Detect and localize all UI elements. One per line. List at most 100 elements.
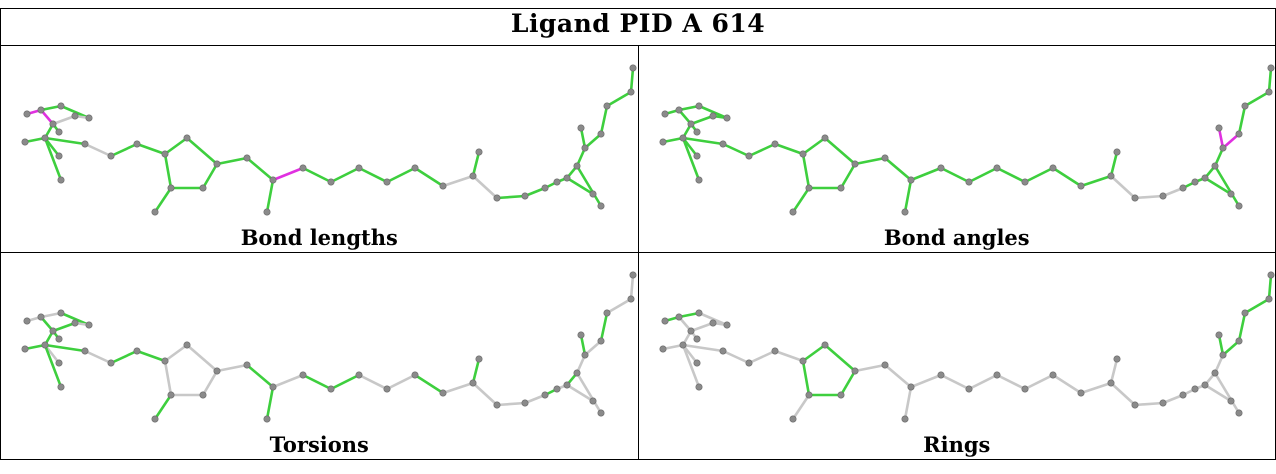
bond [1079,381,1112,395]
atom [1266,271,1274,279]
atom [577,124,585,132]
atom [269,176,277,184]
bond [265,385,275,421]
bond [801,136,826,156]
atom [723,114,731,122]
atom [660,110,668,118]
atom [1158,192,1166,200]
atom [936,164,944,172]
bond [801,343,826,363]
ligand-panel-grid: Ligand PID A 614 Bond lengths Bond angle… [0,8,1276,460]
bond [853,363,886,373]
bond [329,373,361,391]
molecule-bond-angles [658,64,1274,216]
atom [1264,295,1272,303]
atom [37,106,45,114]
atom [660,317,668,325]
atom [85,114,93,122]
atom [1112,355,1120,363]
atom [964,178,972,186]
bond [903,385,912,421]
caption-rings: Rings [923,432,991,457]
atom [964,385,972,393]
bond [201,369,219,397]
atom [678,341,686,349]
atom [81,140,89,148]
atom [837,184,845,192]
atom [1076,182,1084,190]
bond [1213,164,1240,208]
atom [603,102,611,110]
bond [1023,166,1054,184]
bond [357,373,389,391]
bond [1203,383,1232,403]
bond [995,166,1026,184]
atom [151,415,159,423]
atom [521,192,529,200]
atom [1190,178,1198,186]
atom [55,359,63,367]
bond [1267,273,1272,301]
atom [805,184,813,192]
atom [992,371,1000,379]
bond [471,150,481,178]
atom [851,367,859,375]
atom [521,399,529,407]
bond [1109,174,1136,200]
atom [107,152,115,160]
bond [201,162,219,190]
atom [183,341,191,349]
atom [906,176,914,184]
bond [523,393,547,405]
atom [269,383,277,391]
atom [692,152,700,160]
ligand-title: Ligand PID A 614 [0,8,1276,46]
atom [85,321,93,329]
atom [1158,399,1166,407]
atom [161,150,169,158]
bond [43,343,87,353]
bond [801,152,810,190]
panel-rings: Rings [637,252,1276,460]
bond [853,156,886,166]
atom [541,184,549,192]
bond [681,343,700,389]
atom [167,184,175,192]
atom [694,176,702,184]
atom [1106,379,1114,387]
atom [745,359,753,367]
atom [41,134,49,142]
atom [709,319,717,327]
atom [1226,397,1234,405]
atom [851,160,859,168]
bond [215,156,249,166]
bond [43,136,87,146]
atom [678,134,686,142]
atom [1234,202,1242,210]
atom [1020,178,1028,186]
atom [573,369,581,377]
atom [1048,371,1056,379]
atom [41,341,49,349]
atom [627,88,635,96]
bond [721,142,750,158]
atom [133,140,141,148]
atom [1020,385,1028,393]
atom [771,140,779,148]
bond [883,156,912,182]
bond [689,321,714,333]
atom [821,341,829,349]
atom [263,415,271,423]
bond [163,359,173,397]
atom [1240,102,1248,110]
bond [109,349,139,365]
bond [605,297,633,315]
molecule-torsions [21,271,637,423]
atom [1210,369,1218,377]
bond [1161,186,1184,198]
bond [153,186,173,214]
atom [1178,184,1186,192]
atom [629,64,637,72]
atom [57,102,65,110]
bond [575,164,603,208]
